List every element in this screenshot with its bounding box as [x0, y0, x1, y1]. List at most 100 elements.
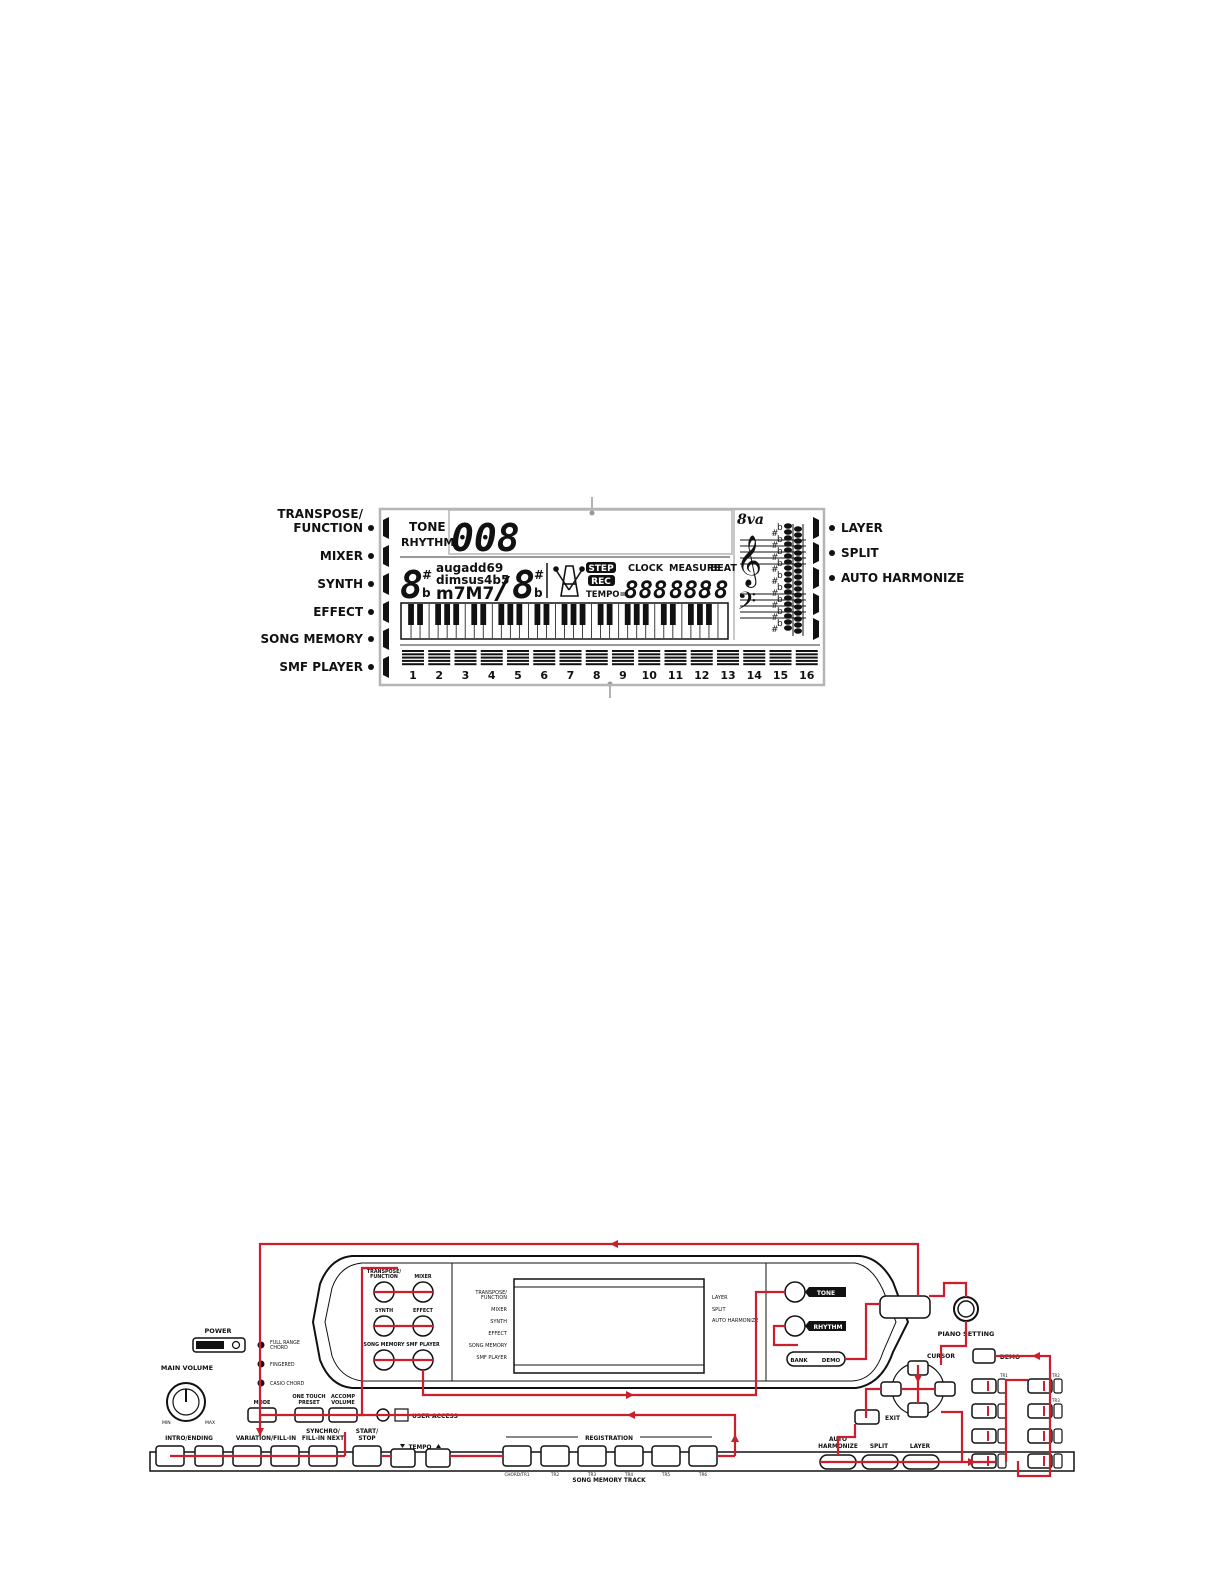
black-key — [543, 604, 550, 625]
chord-type-dim: dimsus4b5 — [436, 573, 509, 587]
lcd-label-layer: LAYER — [841, 521, 883, 535]
bank-label: BANK — [790, 1358, 808, 1364]
tempo-panel-label: TEMPO — [409, 1445, 432, 1451]
one-touch-label: ONE TOUCH — [292, 1394, 325, 1400]
lcd-keyboard — [400, 602, 729, 640]
level-bar — [769, 650, 792, 652]
note-head — [784, 529, 792, 535]
level-bar — [769, 659, 792, 662]
exit-label: EXIT — [885, 1415, 901, 1422]
keypad-key[interactable] — [1027, 1403, 1053, 1419]
beat-label: BEAT — [710, 563, 737, 574]
left-arrow-icon — [383, 545, 389, 567]
keypad-key-side[interactable] — [1053, 1453, 1063, 1469]
black-key — [669, 604, 676, 625]
cursor-right-button[interactable] — [934, 1381, 956, 1397]
keypad-key[interactable] — [1027, 1453, 1053, 1469]
channel-number: 1 — [409, 669, 417, 682]
channel-number: 8 — [593, 669, 601, 682]
demo-button[interactable] — [972, 1348, 996, 1364]
level-bar — [743, 663, 766, 666]
keypad-key-side[interactable] — [997, 1453, 1007, 1469]
keypad-key-side[interactable] — [1053, 1428, 1063, 1444]
registration-4-button[interactable] — [614, 1445, 644, 1467]
mini-label-mixer: MIXER — [491, 1307, 507, 1313]
rhythm-tag-label: RHYTHM — [813, 1324, 842, 1331]
rhythm-button[interactable] — [784, 1315, 806, 1337]
max-label: MAX — [205, 1420, 215, 1426]
lcd-label-mixer: MIXER — [320, 549, 363, 563]
left-arrow-icon — [383, 656, 389, 678]
display-housing-inner — [324, 1262, 897, 1382]
indicator-dot — [368, 636, 374, 642]
registration-2-button[interactable] — [540, 1445, 570, 1467]
mini-label-function: FUNCTION — [481, 1295, 507, 1301]
tempo-up-button[interactable] — [425, 1448, 451, 1468]
note-head — [794, 580, 802, 586]
keypad-key[interactable] — [1027, 1378, 1053, 1394]
keypad-key-side[interactable] — [997, 1403, 1007, 1419]
chord-type-aug: augadd69 — [436, 561, 503, 575]
indicator-dot — [829, 575, 835, 581]
right-arrow-icon — [813, 593, 819, 615]
level-bar — [428, 656, 451, 659]
level-bar — [795, 650, 818, 652]
keypad-key[interactable] — [971, 1378, 997, 1394]
registration-3-button[interactable] — [577, 1445, 607, 1467]
split-panel-label: SPLIT — [870, 1444, 888, 1450]
level-bar — [638, 653, 661, 656]
black-key — [688, 604, 694, 625]
keypad-key[interactable] — [971, 1403, 997, 1419]
level-bar — [480, 663, 503, 666]
level-bar — [454, 650, 477, 652]
clock-label: CLOCK — [628, 563, 664, 574]
mini-label-transpose: TRANSPOSE/ — [474, 1290, 507, 1296]
start-label: START/ — [356, 1429, 379, 1435]
min-label: MIN — [162, 1420, 171, 1426]
leader-dot-top — [589, 510, 595, 516]
start-stop-button[interactable] — [352, 1445, 382, 1467]
keypad-key-side[interactable] — [1053, 1403, 1063, 1419]
level-bar — [795, 659, 818, 662]
right-arrow-icon — [813, 567, 819, 589]
registration-6-button[interactable] — [688, 1445, 718, 1467]
flat-symbol: b — [534, 586, 543, 600]
octave-label: 8va — [737, 512, 764, 528]
level-bar — [612, 656, 634, 659]
arrow-left-icon — [610, 1240, 618, 1248]
channel-number: 11 — [668, 669, 683, 682]
track-label-2: TR2 — [550, 1472, 559, 1477]
cursor-down-button[interactable] — [907, 1402, 929, 1418]
note-head — [784, 589, 792, 595]
level-bar — [507, 653, 529, 656]
piano-setting-dial-inner — [957, 1300, 975, 1318]
chord-root-digit: 8 — [400, 563, 423, 607]
level-bar — [533, 656, 556, 659]
level-bar — [507, 650, 529, 652]
indicator-dot — [368, 525, 374, 531]
keypad-key[interactable] — [971, 1428, 997, 1444]
keypad-key-side[interactable] — [997, 1378, 1007, 1394]
black-key — [480, 604, 487, 625]
level-bar — [533, 659, 556, 662]
registration-1-button[interactable] — [502, 1445, 532, 1467]
keypad-key[interactable] — [1027, 1428, 1053, 1444]
note-head — [784, 559, 792, 565]
cursor-left-button[interactable] — [880, 1381, 902, 1397]
registration-5-button[interactable] — [651, 1445, 681, 1467]
accidental: b — [777, 535, 783, 545]
black-key — [444, 604, 451, 625]
metronome-icon — [553, 565, 585, 597]
piano-setting-button[interactable] — [879, 1295, 931, 1319]
level-bar — [428, 663, 451, 666]
note-head — [784, 601, 792, 607]
tone-number: 008 — [451, 516, 520, 560]
chord-label: CHORD — [270, 1345, 288, 1351]
rec-label: REC — [591, 577, 611, 587]
keypad-key-side[interactable] — [1053, 1378, 1063, 1394]
tempo-down-button[interactable] — [390, 1448, 416, 1468]
level-bar — [769, 656, 792, 659]
tempo-down-icon — [400, 1444, 405, 1448]
keypad-key-side[interactable] — [997, 1428, 1007, 1444]
tone-button[interactable] — [784, 1281, 806, 1303]
